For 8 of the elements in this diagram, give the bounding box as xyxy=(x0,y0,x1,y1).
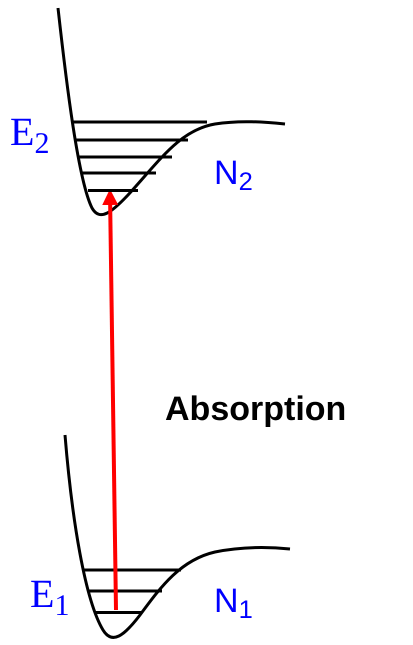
energy-level-label: E$_{1}$ xyxy=(30,574,70,614)
population-label: N$_{1}$ xyxy=(214,584,253,618)
vibrational-level-line xyxy=(95,611,141,614)
vibrational-level-line xyxy=(88,189,138,192)
energy-level-label: E$_{2}$ xyxy=(10,112,50,152)
process-label: Absorption xyxy=(165,392,346,426)
population-label: N$_{2}$ xyxy=(214,156,253,190)
transition-arrow xyxy=(102,189,118,610)
